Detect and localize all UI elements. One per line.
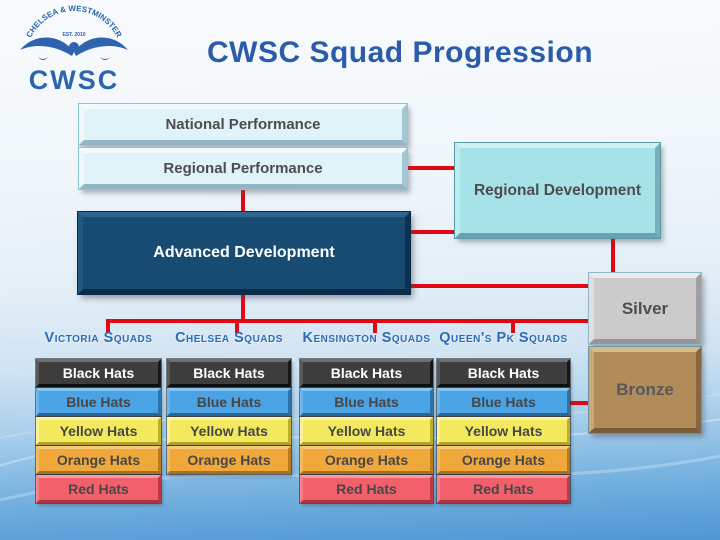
squad-label: Victoria Squads — [44, 330, 153, 346]
box-advanced-development: Advanced Development — [78, 212, 410, 294]
hat-box-yellow: Yellow Hats — [437, 417, 570, 445]
hat-box-blue: Blue Hats — [300, 388, 433, 416]
box-national-performance: National Performance — [79, 104, 407, 145]
squad-column-victoria: Victoria Squads Black Hats Blue Hats Yel… — [36, 330, 161, 503]
hat-stack: Black Hats Blue Hats Yellow Hats Orange … — [36, 359, 161, 503]
box-silver: Silver — [589, 273, 701, 344]
hat-box-orange: Orange Hats — [300, 446, 433, 474]
connector-line — [568, 401, 591, 405]
hat-stack: Black Hats Blue Hats Yellow Hats Orange … — [300, 359, 433, 503]
hat-box-blue: Blue Hats — [167, 388, 291, 416]
box-regional-development: Regional Development — [455, 143, 660, 238]
hat-box-blue: Blue Hats — [36, 388, 161, 416]
connector-line — [241, 293, 245, 323]
hat-stack: Black Hats Blue Hats Yellow Hats Orange … — [167, 359, 291, 474]
hat-box-black: Black Hats — [300, 359, 433, 387]
box-bronze: Bronze — [589, 347, 701, 433]
hat-box-orange: Orange Hats — [36, 446, 161, 474]
connector-line — [235, 319, 239, 333]
connector-line — [106, 319, 592, 323]
hat-box-yellow: Yellow Hats — [167, 417, 291, 445]
hat-box-yellow: Yellow Hats — [300, 417, 433, 445]
squad-label: Queen's Pk Squads — [439, 330, 568, 346]
club-logo: CHELSEA & WESTMINSTER EST. 2010 CWSC — [20, 4, 128, 95]
connector-line — [611, 237, 615, 275]
swimmer-icon — [20, 37, 128, 60]
connector-line — [409, 284, 591, 288]
connector-line — [241, 188, 245, 214]
hat-box-black: Black Hats — [437, 359, 570, 387]
connector-line — [106, 319, 110, 333]
connector-line — [373, 319, 377, 333]
connector-line — [511, 319, 515, 333]
logo-est-text: EST. 2010 — [62, 32, 85, 38]
hat-box-black: Black Hats — [36, 359, 161, 387]
hat-box-red: Red Hats — [437, 475, 570, 503]
hat-box-black: Black Hats — [167, 359, 291, 387]
hat-box-blue: Blue Hats — [437, 388, 570, 416]
connector-line — [409, 230, 457, 234]
hat-stack: Black Hats Blue Hats Yellow Hats Orange … — [437, 359, 570, 503]
hat-box-yellow: Yellow Hats — [36, 417, 161, 445]
page-title: CWSC Squad Progression — [206, 36, 594, 70]
squad-label: Chelsea Squads — [175, 330, 283, 346]
squad-column-chelsea: Chelsea Squads Black Hats Blue Hats Yell… — [167, 330, 291, 474]
hat-box-red: Red Hats — [300, 475, 433, 503]
box-regional-performance: Regional Performance — [79, 148, 407, 189]
hat-box-red: Red Hats — [36, 475, 161, 503]
hat-box-orange: Orange Hats — [437, 446, 570, 474]
connector-line — [406, 166, 456, 170]
squad-column-kensington: Kensington Squads Black Hats Blue Hats Y… — [300, 330, 433, 503]
hat-box-orange: Orange Hats — [167, 446, 291, 474]
squad-column-queens-pk: Queen's Pk Squads Black Hats Blue Hats Y… — [437, 330, 570, 503]
squad-label: Kensington Squads — [302, 330, 431, 346]
logo-acronym: CWSC — [29, 65, 120, 95]
